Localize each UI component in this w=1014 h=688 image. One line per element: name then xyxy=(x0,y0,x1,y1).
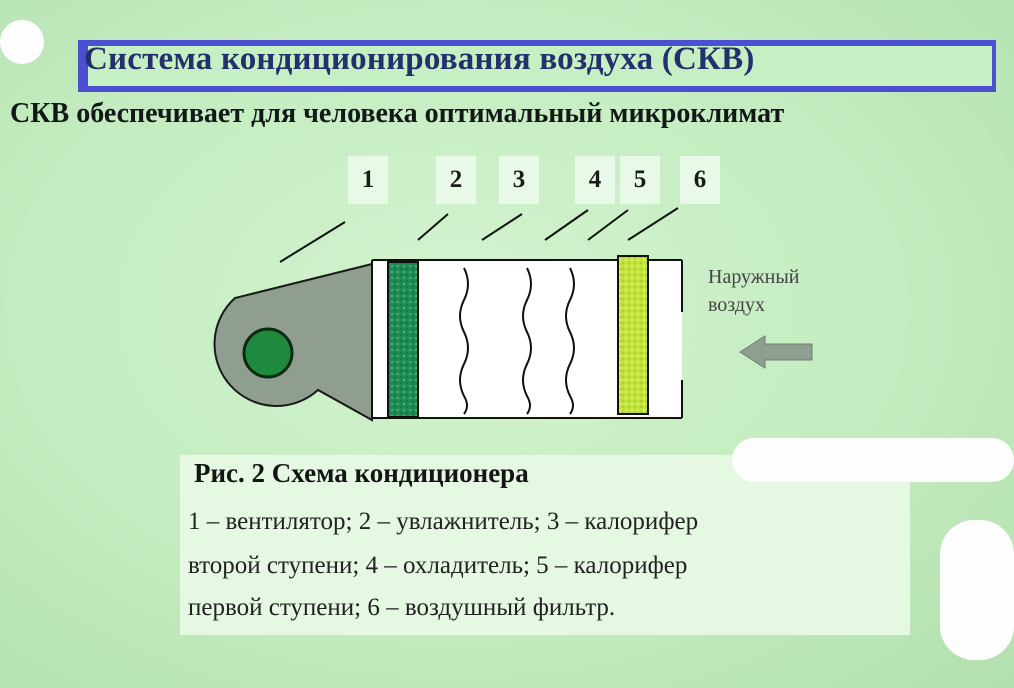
leader-line-2 xyxy=(417,213,449,241)
leader-line-3 xyxy=(481,213,523,241)
component-number-4: 4 xyxy=(575,156,615,204)
heater-first-stage xyxy=(617,255,649,415)
coils xyxy=(459,267,575,415)
component-number-1: 1 xyxy=(348,156,388,204)
caption-title: Рис. 2 Схема кондиционера xyxy=(194,458,529,488)
caption-line-1: 1 – вентилятор; 2 – увлажнитель; 3 – кал… xyxy=(188,508,699,535)
slide-subtitle: СКВ обеспечивает для человека оптимальны… xyxy=(10,98,785,129)
leader-lines xyxy=(279,207,679,263)
fan xyxy=(213,262,373,422)
fan-housing xyxy=(213,262,373,422)
leader-line-6 xyxy=(627,207,679,241)
leader-line-1 xyxy=(279,221,346,263)
component-number-3: 3 xyxy=(499,156,539,204)
slide-title: Система кондиционирования воздуха (СКВ) xyxy=(84,41,755,77)
outside-air-line1: Наружный xyxy=(708,266,800,288)
leader-line-4 xyxy=(544,209,589,241)
caption-box xyxy=(180,455,910,635)
outside-air-arrow xyxy=(739,335,813,369)
outside-air-label: Наружный воздух xyxy=(708,263,838,319)
component-number-6: 6 xyxy=(680,156,720,204)
caption-line-2: второй ступени; 4 – охладитель; 5 – кало… xyxy=(188,552,688,579)
component-number-5: 5 xyxy=(620,156,660,204)
cooler-coil xyxy=(565,267,575,415)
title-bar xyxy=(78,40,996,92)
fan-hub xyxy=(242,327,294,379)
caption-line-3: первой ступени; 6 – воздушный фильтр. xyxy=(188,594,616,621)
redaction-blot-right-strip xyxy=(732,438,1014,482)
heater2-coil xyxy=(522,267,532,415)
component-number-2: 2 xyxy=(436,156,476,204)
title-bar-inner xyxy=(88,46,992,86)
outside-air-line2: воздух xyxy=(708,294,766,316)
redaction-blot-bottom-right xyxy=(940,520,1014,660)
air-filter xyxy=(387,261,419,418)
humidifier-coil xyxy=(459,267,469,415)
leader-line-5 xyxy=(587,209,629,241)
redaction-blot-top-left xyxy=(0,20,44,64)
